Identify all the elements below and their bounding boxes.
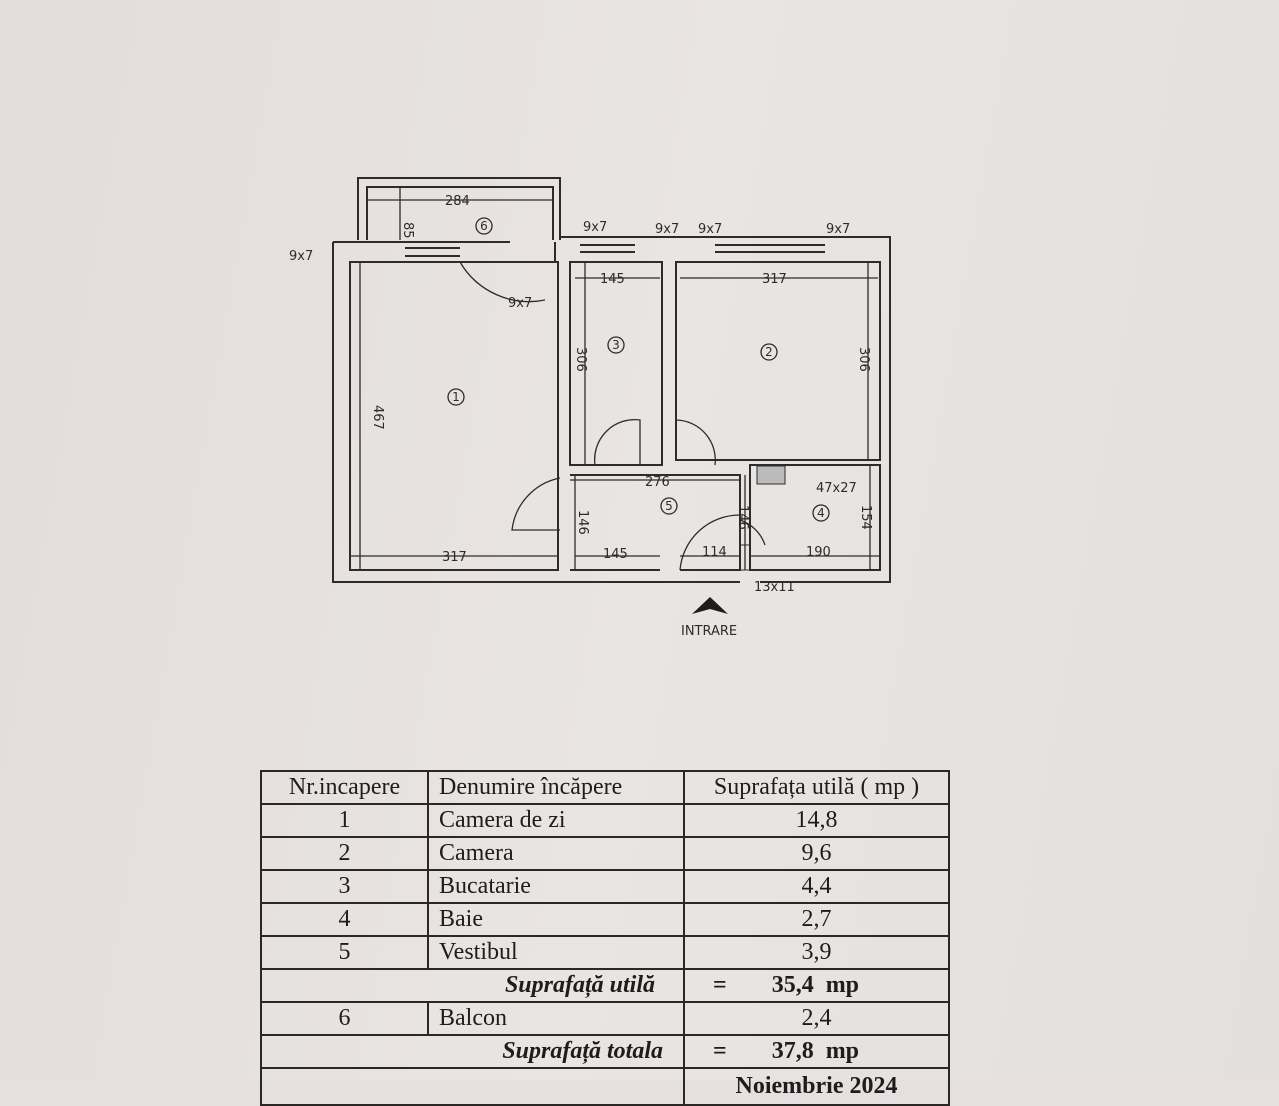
dim-label: 154 [858,505,873,530]
value: 35,4 [771,972,814,998]
dim-label: 276 [645,475,670,490]
useful-area-value: = 35,4 mp [683,968,950,1003]
room-number-3: 3 [607,336,625,354]
cell-nr: 2 [260,836,429,871]
dim-label: 47x27 [816,481,857,496]
dim-label: 9x7 [289,249,313,264]
svg-text:3: 3 [612,338,620,352]
cell-area: 4,4 [683,869,950,904]
unit: mp [825,972,860,998]
equals-sign: = [713,1038,727,1064]
dimension-lines [350,187,880,570]
svg-text:1: 1 [452,390,460,404]
entrance-label: INTRARE [681,624,737,639]
cell-name: Camera de zi [427,803,685,838]
dim-label: 467 [370,405,385,430]
area-table: Nr.incapere Denumire încăpere Suprafața … [260,770,950,1106]
room-number-4: 4 [812,504,830,522]
cell-name: Camera [427,836,685,871]
dim-label: 9x7 [655,222,679,237]
cell-name: Baie [427,902,685,937]
unit: mp [825,1038,860,1064]
balcony-wall [357,177,561,240]
door-swings [511,418,766,571]
cell-area: 14,8 [683,803,950,838]
total-area-row: Suprafață totala = 37,8 mp [260,1034,950,1069]
svg-text:2: 2 [765,345,773,359]
room-3-outline [569,261,663,466]
cell-name: Vestibul [427,935,685,970]
dim-label: 13x11 [754,580,795,595]
dim-label: 306 [573,347,588,372]
cell-area: 2,4 [683,1001,950,1036]
cell-nr: 3 [260,869,429,904]
svg-text:5: 5 [665,499,673,513]
header-name: Denumire încăpere [427,770,685,805]
windows [405,244,825,257]
table-header: Nr.incapere Denumire încăpere Suprafața … [260,770,950,805]
cell-name: Bucatarie [427,869,685,904]
room-5-outline [570,474,741,571]
cell-nr: 4 [260,902,429,937]
total-area-value: = 37,8 mp [683,1034,950,1069]
dim-label: 190 [806,545,831,560]
floor-plan: 284 85 467 317 145 306 317 306 276 146 1… [289,177,891,639]
cell-name: Balcon [427,1001,685,1036]
useful-area-row: Suprafață utilă = 35,4 mp [260,968,950,1003]
dim-label: 284 [445,194,470,209]
value: 37,8 [771,1038,814,1064]
equals-sign: = [713,972,727,998]
room-number-6: 6 [475,217,493,235]
room-2-outline [675,261,881,461]
duct [756,465,786,485]
dim-label: 146 [575,510,590,535]
useful-area-label: Suprafață utilă [260,968,685,1003]
date-row: Noiembrie 2024 [260,1067,950,1106]
dim-label: 9x7 [826,222,850,237]
dim-label: 306 [856,347,871,372]
outer-wall [332,236,891,583]
cell-area: 2,7 [683,902,950,937]
signature-cell [260,1067,685,1106]
header-nr: Nr.incapere [260,770,429,805]
cell-nr: 1 [260,803,429,838]
room-number-1: 1 [447,388,465,406]
cell-area: 3,9 [683,935,950,970]
room-4-outline [749,464,881,571]
dim-label: 9x7 [508,296,532,311]
cell-nr: 5 [260,935,429,970]
room-number-2: 2 [760,343,778,361]
date-cell: Noiembrie 2024 [683,1067,950,1106]
svg-text:6: 6 [480,219,488,233]
arrow-up-icon [692,597,728,614]
room-1-outline [349,261,559,571]
balcony-door-swing [459,261,546,303]
svg-text:4: 4 [817,506,825,520]
dim-label: 9x7 [698,222,722,237]
dim-label: 317 [762,272,787,287]
dim-label: 145 [600,272,625,287]
cell-area: 9,6 [683,836,950,871]
balcony-inner-wall [366,186,554,240]
dim-label: 9x7 [583,220,607,235]
header-area: Suprafața utilă ( mp ) [683,770,950,805]
room-number-5: 5 [660,497,678,515]
dim-label: 317 [442,550,467,565]
total-area-label: Suprafață totala [260,1034,685,1069]
dim-label: 114 [702,545,727,560]
dim-label: 146 [735,505,750,530]
dim-label: 85 [400,222,415,239]
dim-label: 145 [603,547,628,562]
cell-nr: 6 [260,1001,429,1036]
